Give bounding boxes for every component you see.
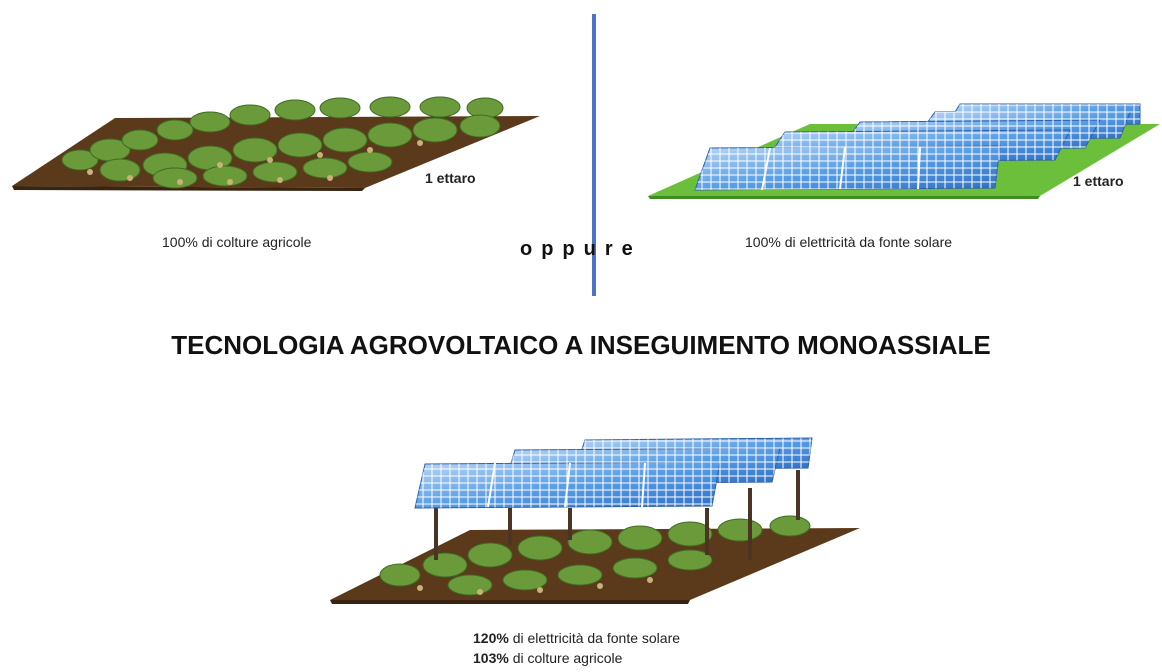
crops-percent: 103%	[473, 650, 509, 666]
electricity-text: di elettricità da fonte solare	[508, 630, 681, 646]
vertical-divider	[592, 14, 596, 296]
left-area-label: 1 ettaro	[425, 170, 476, 186]
right-area-label: 1 ettaro	[1073, 173, 1124, 189]
left-caption: 100% di colture agricole	[162, 234, 312, 250]
crop-field-illustration	[12, 96, 540, 191]
crops-text: di colture agricole	[508, 650, 623, 666]
bottom-caption: 120% di elettricità da fonte solare 103%…	[473, 628, 680, 668]
solar-field-illustration	[648, 103, 1160, 199]
bottom-caption-line-2: 103% di colture agricole	[473, 648, 680, 668]
page-title: TECNOLOGIA AGROVOLTAICO A INSEGUIMENTO M…	[171, 330, 991, 360]
right-caption: 100% di elettricità da fonte solare	[745, 234, 953, 250]
separator-text: oppure	[520, 238, 642, 260]
electricity-percent: 120%	[473, 630, 509, 646]
agrivoltaic-illustration	[330, 437, 860, 604]
bottom-caption-line-1: 120% di elettricità da fonte solare	[473, 628, 680, 648]
